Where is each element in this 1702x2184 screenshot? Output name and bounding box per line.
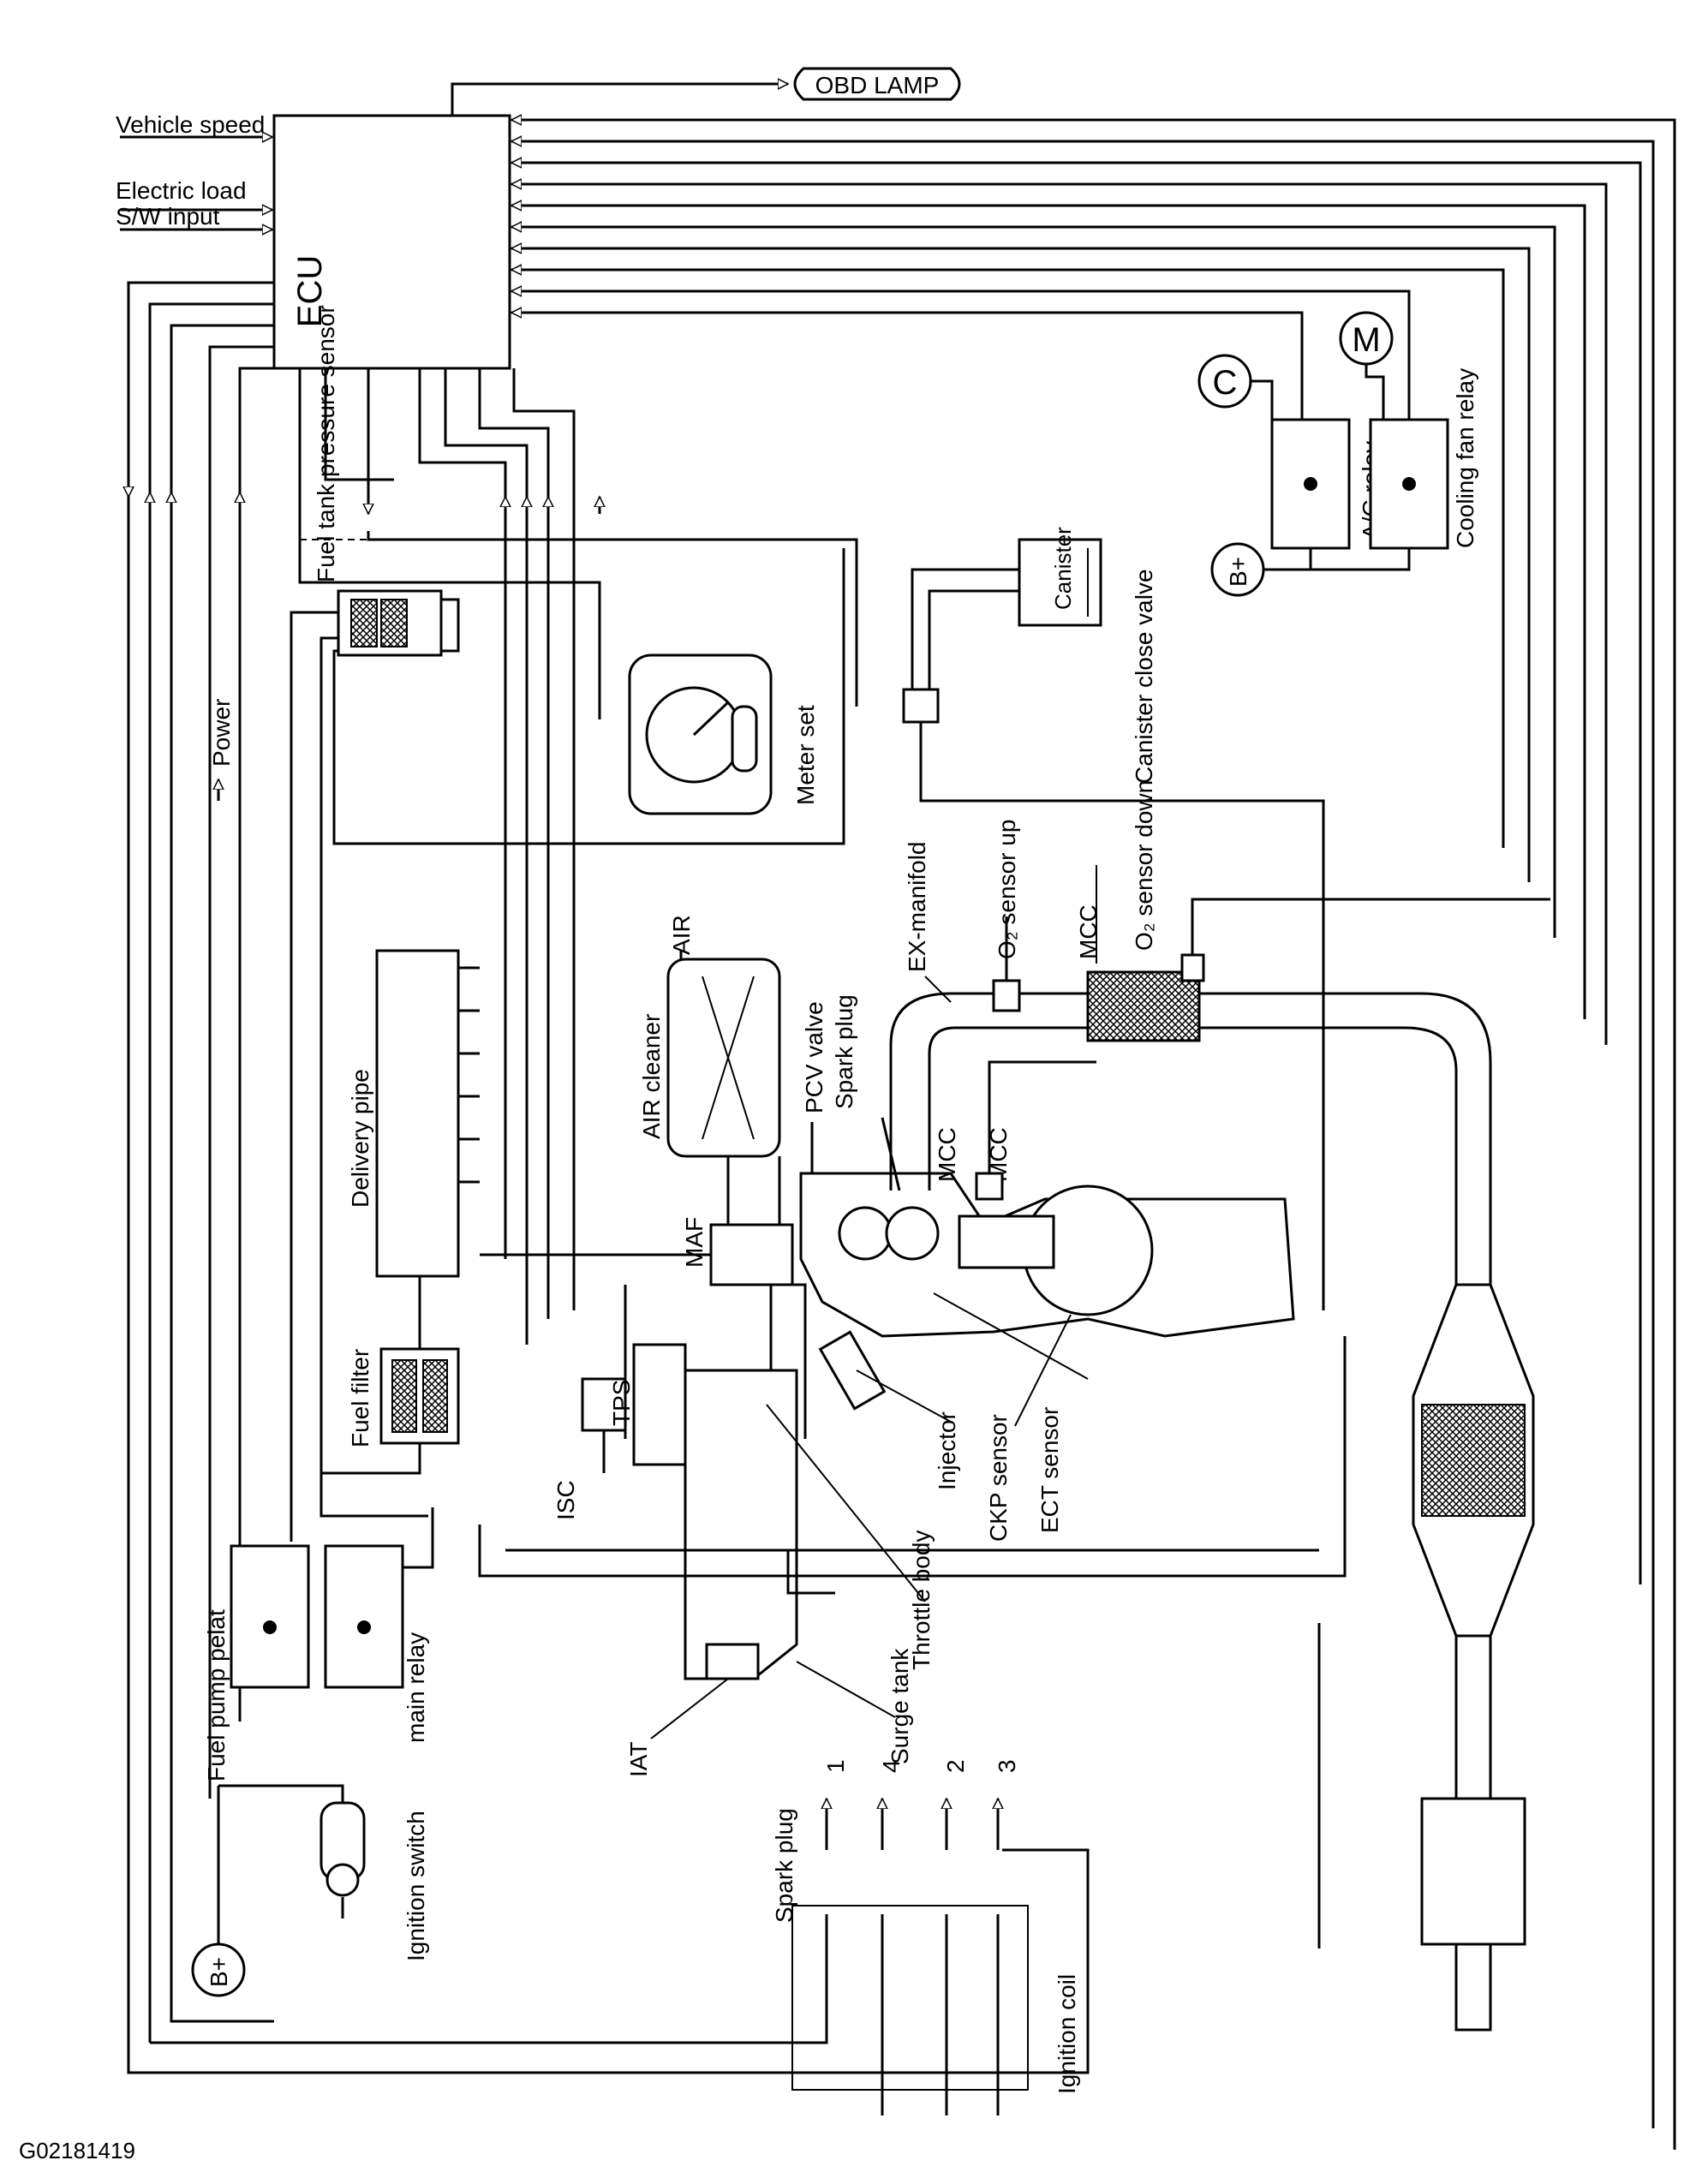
injector-label: Injector <box>934 1411 960 1490</box>
ckp-sensor-label: CKP sensor <box>985 1414 1012 1542</box>
isc-label: ISC <box>552 1480 579 1520</box>
main-relay: main relay <box>324 1507 434 1743</box>
injector: Injector <box>818 1330 960 1490</box>
cooling-fan-relay-label: Cooling fan relay <box>1452 368 1478 548</box>
mcc-1-label: MCC <box>934 1127 960 1182</box>
ac-compressor-label: C <box>1213 364 1238 402</box>
engine <box>799 1172 1295 1338</box>
iat-label: IAT <box>625 1742 652 1777</box>
spark-plug-engine-label: Spark plug <box>831 994 857 1109</box>
cooling-fan-relay: Cooling fan relay <box>1369 368 1478 550</box>
ecu-bottom-wiring <box>298 368 858 1345</box>
cylinder-number: 1 <box>822 1759 849 1773</box>
ecu-label: ECU <box>291 255 329 327</box>
ignition-coil: Ignition coil Spark plug 1 4 2 3 <box>150 1759 1080 2115</box>
ex-manifold-label: EX-manifold <box>904 841 930 972</box>
air-cleaner-label: AIR cleaner <box>638 1014 665 1139</box>
fuel-pump-relay-label: Fuel pump pelat <box>203 1609 230 1781</box>
main-relay-label: main relay <box>403 1632 429 1743</box>
meter-set: Meter set <box>628 653 819 815</box>
obd-lamp-label: OBD LAMP <box>815 72 940 98</box>
ect-sensor-label: ECT sensor <box>1036 1407 1063 1533</box>
o2-sensor-down-label: O₂ sensor down <box>1131 780 1157 951</box>
pcv-valve-label: PCV valve <box>801 1001 827 1113</box>
cylinder-number: 2 <box>942 1759 969 1773</box>
lower-harness <box>478 1336 1347 1595</box>
electric-load-label: Electric load <box>116 177 247 204</box>
surge-tank <box>684 1369 798 1680</box>
throttle-body-label-group: Throttle body <box>766 1404 935 1670</box>
fan-motor-label: M <box>1352 321 1380 359</box>
canister-close-valve: Canister close valve <box>902 569 1325 1310</box>
tps-label: TPS <box>608 1380 635 1426</box>
fuel-tank-pressure-sensor-label: Fuel tank pressure sensor <box>313 305 339 582</box>
canister-close-valve-label: Canister close valve <box>1131 569 1157 784</box>
sw-input-label: S/W input <box>116 203 220 230</box>
spark-plug-engine: Spark plug <box>831 994 901 1191</box>
muffler <box>1420 1636 1526 2032</box>
tps-sensor: TPS <box>608 1343 687 1466</box>
exhaust-manifold: EX-manifold <box>889 841 1492 1285</box>
fuel-filter-label: Fuel filter <box>347 1349 373 1447</box>
ecu-unit: ECU <box>272 114 511 370</box>
ignition-coil-label: Ignition coil <box>1054 1974 1080 2094</box>
air-cleaner: AIR cleaner <box>638 958 781 1158</box>
maf-sensor: MAF <box>480 1217 794 1286</box>
surge-tank-label-group: Surge tank <box>796 1648 913 1764</box>
surge-tank-label: Surge tank <box>887 1648 913 1764</box>
ignition-switch: Ignition switch <box>218 1784 429 1961</box>
iat-sensor: IAT <box>625 1678 729 1777</box>
o2-sensor-up-label: O₂ sensor up <box>994 820 1020 959</box>
meter-set-label: Meter set <box>792 705 819 805</box>
left-wiring: Power <box>128 281 1090 2074</box>
ecu-input-signals: Vehicle speed Electric load S/W input <box>116 111 272 230</box>
maf-label: MAF <box>681 1217 708 1268</box>
o2-sensor-up: O₂ sensor up <box>992 820 1021 1012</box>
ignition-switch-label: Ignition switch <box>403 1811 429 1961</box>
vehicle-speed-label: Vehicle speed <box>116 111 265 138</box>
air-intake: AIR <box>668 915 695 968</box>
battery-top-label: B+ <box>1225 557 1251 587</box>
catalytic-converter <box>1412 1283 1535 1638</box>
pcv-valve: PCV valve <box>801 1001 827 1173</box>
battery-top: B+ <box>1210 542 1411 597</box>
ac-compressor: C <box>1197 354 1274 420</box>
delivery-pipe: Delivery pipe <box>347 949 480 1278</box>
battery-left-label: B+ <box>206 1957 232 1987</box>
fuel-tank-pressure-sensor: Fuel tank pressure sensor <box>290 305 845 1542</box>
ac-relay: A/C relay <box>1270 418 1384 550</box>
delivery-pipe-label: Delivery pipe <box>347 1069 373 1208</box>
throttle-body-label: Throttle body <box>908 1531 935 1670</box>
fuel-pump-relay: Fuel pump pelat <box>203 1544 310 1781</box>
power-label: Power <box>208 699 235 767</box>
isc-valve: ISC <box>552 1377 627 1520</box>
ect-sensor: ECT sensor <box>933 1292 1089 1533</box>
figure-id: G02181419 <box>19 2138 135 2163</box>
obd-lamp: OBD LAMP <box>451 67 961 116</box>
fan-motor: M <box>1339 311 1394 420</box>
mcc-catalyst: MCC O₂ sensor down <box>1075 780 1550 1042</box>
air-label: AIR <box>668 915 695 955</box>
fuel-filter: Fuel filter <box>321 1276 460 1475</box>
canister: Canister <box>911 527 1102 689</box>
cylinder-number: 4 <box>878 1759 905 1773</box>
ckp-sensor: CKP sensor <box>985 1314 1072 1542</box>
canister-label: Canister <box>1050 527 1076 610</box>
cylinder-number: 3 <box>994 1759 1020 1773</box>
mcc-group: MCC MCC <box>934 1060 1096 1201</box>
spark-plug-coil-label: Spark plug <box>771 1808 797 1923</box>
battery-left: B+ <box>191 1786 246 1997</box>
ecu-output-bus <box>511 120 1676 2150</box>
mcc-3-label: MCC <box>1075 904 1102 959</box>
